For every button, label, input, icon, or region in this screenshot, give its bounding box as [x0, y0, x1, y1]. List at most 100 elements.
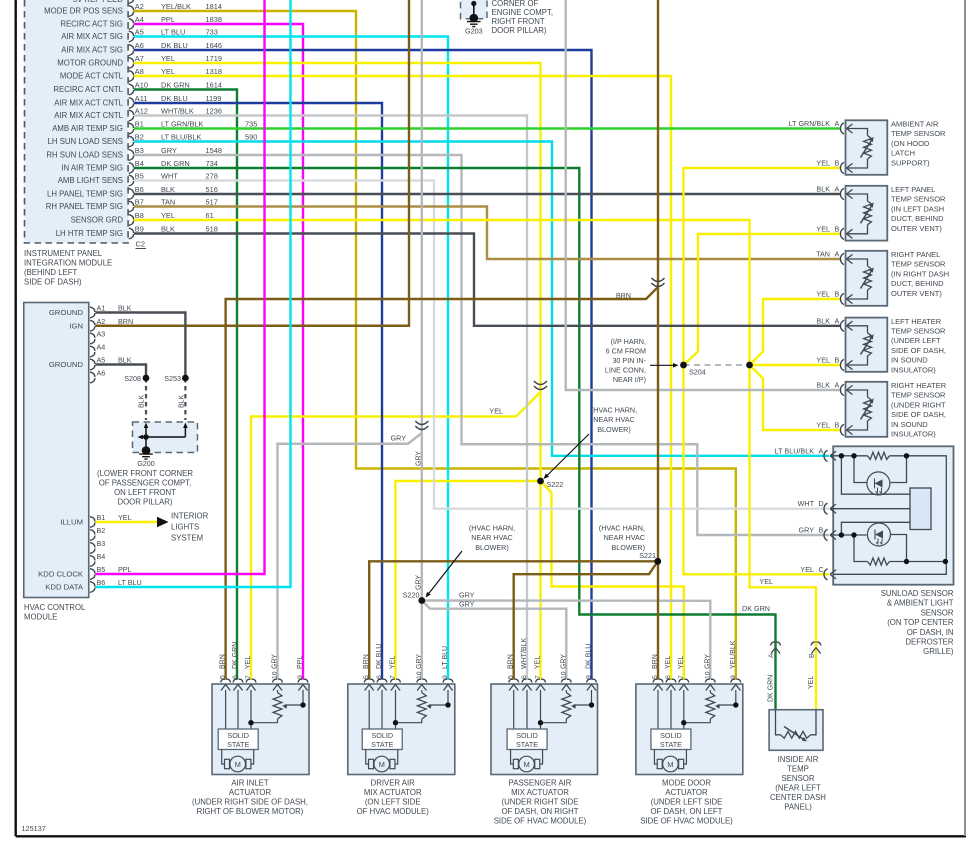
svg-text:M: M — [523, 760, 529, 769]
svg-text:61: 61 — [206, 211, 214, 220]
svg-text:A: A — [835, 119, 840, 128]
svg-text:S208: S208 — [124, 374, 141, 383]
svg-text:& AMBIENT LIGHT: & AMBIENT LIGHT — [887, 599, 954, 608]
svg-text:A10: A10 — [135, 81, 148, 90]
svg-text:C2: C2 — [136, 240, 146, 249]
svg-text:(UNDER RIGHT SIDE OF DASH,: (UNDER RIGHT SIDE OF DASH, — [192, 798, 308, 807]
svg-text:RIGHT HEATER: RIGHT HEATER — [891, 381, 947, 390]
svg-text:LT BLU: LT BLU — [161, 28, 185, 37]
svg-text:STATE: STATE — [516, 740, 538, 749]
svg-text:6: 6 — [665, 675, 672, 679]
svg-text:(UNDER RIGHT: (UNDER RIGHT — [891, 400, 946, 409]
svg-text:YEL: YEL — [759, 577, 773, 586]
svg-text:(HVAC HARN,: (HVAC HARN, — [599, 524, 645, 533]
svg-text:S220: S220 — [403, 591, 420, 600]
svg-text:YEL: YEL — [390, 656, 397, 669]
svg-text:NEAR I/P): NEAR I/P) — [613, 375, 646, 384]
svg-text:6: 6 — [376, 675, 383, 679]
svg-text:LT BLU: LT BLU — [442, 646, 449, 669]
svg-text:IN SOUND: IN SOUND — [891, 420, 928, 429]
svg-text:NEAR HVAC: NEAR HVAC — [471, 533, 512, 542]
svg-text:G200: G200 — [137, 459, 155, 468]
svg-text:1838: 1838 — [206, 15, 222, 24]
svg-text:TEMP SENSOR: TEMP SENSOR — [891, 129, 946, 138]
svg-text:S222: S222 — [547, 480, 564, 489]
svg-text:RIGHT OF BLOWER MOTOR): RIGHT OF BLOWER MOTOR) — [197, 807, 304, 816]
svg-text:DK GRN: DK GRN — [768, 675, 775, 702]
svg-text:LT GRN/BLK: LT GRN/BLK — [161, 120, 204, 129]
svg-text:30 PIN IN-: 30 PIN IN- — [612, 356, 646, 365]
svg-text:A6: A6 — [97, 369, 106, 378]
svg-text:OF HVAC MODULE): OF HVAC MODULE) — [357, 807, 430, 816]
svg-text:RIGHT PANEL: RIGHT PANEL — [891, 250, 940, 259]
svg-text:BLK: BLK — [179, 394, 186, 408]
svg-text:B: B — [835, 159, 840, 168]
svg-text:TEMP SENSOR: TEMP SENSOR — [891, 327, 946, 336]
svg-text:(ON TOP CENTER: (ON TOP CENTER — [887, 618, 954, 627]
svg-text:590: 590 — [245, 133, 257, 142]
svg-text:B1: B1 — [97, 513, 106, 522]
svg-text:1236: 1236 — [206, 107, 222, 116]
svg-text:6: 6 — [521, 675, 528, 679]
svg-text:RECIRC ACT SIG: RECIRC ACT SIG — [60, 20, 123, 29]
svg-text:BRN: BRN — [652, 654, 659, 669]
svg-text:9: 9 — [730, 675, 737, 679]
svg-text:GRY: GRY — [459, 591, 475, 600]
svg-text:A12: A12 — [135, 107, 148, 116]
svg-text:B: B — [835, 224, 840, 233]
svg-text:DK BLU: DK BLU — [586, 644, 593, 669]
svg-text:DK GRN: DK GRN — [742, 604, 770, 613]
svg-text:YEL/BLK: YEL/BLK — [161, 2, 191, 11]
svg-text:BLOWER): BLOWER) — [475, 543, 509, 552]
svg-text:BLK: BLK — [816, 185, 830, 194]
svg-text:5V REF FEED: 5V REF FEED — [73, 0, 124, 4]
svg-text:9: 9 — [442, 675, 449, 679]
svg-text:TEMP SENSOR: TEMP SENSOR — [891, 195, 946, 204]
svg-text:AIR MIX ACT CNTL: AIR MIX ACT CNTL — [54, 99, 123, 108]
svg-text:SUPPORT): SUPPORT) — [891, 158, 930, 167]
svg-text:517: 517 — [206, 198, 218, 207]
svg-text:SUNLOAD SENSOR: SUNLOAD SENSOR — [881, 589, 954, 598]
svg-text:DOOR PILLAR): DOOR PILLAR) — [117, 498, 172, 507]
svg-text:AIR MIX ACT SIG: AIR MIX ACT SIG — [61, 32, 123, 41]
svg-text:B2: B2 — [135, 133, 144, 142]
svg-text:B4: B4 — [135, 159, 144, 168]
svg-text:B: B — [809, 653, 816, 658]
svg-text:CORNER OF: CORNER OF — [492, 0, 539, 8]
svg-text:734: 734 — [206, 159, 218, 168]
svg-text:B1: B1 — [135, 120, 144, 129]
svg-text:TAN: TAN — [816, 250, 830, 259]
svg-text:(HVAC HARN,: (HVAC HARN, — [591, 406, 637, 415]
svg-text:MOTOR GROUND: MOTOR GROUND — [57, 59, 123, 68]
svg-text:GRY: GRY — [799, 526, 815, 535]
svg-text:A5: A5 — [135, 28, 144, 37]
svg-text:DK GRN: DK GRN — [161, 159, 190, 168]
svg-text:B7: B7 — [135, 198, 144, 207]
svg-text:LH SUN LOAD SENS: LH SUN LOAD SENS — [48, 137, 123, 146]
svg-text:(HVAC HARN,: (HVAC HARN, — [469, 524, 515, 533]
svg-text:YEL: YEL — [535, 656, 542, 669]
svg-text:YEL: YEL — [161, 54, 175, 63]
svg-text:NEAR HVAC: NEAR HVAC — [593, 415, 634, 424]
svg-text:BLK: BLK — [161, 225, 175, 234]
svg-text:OF DASH, ON RIGHT: OF DASH, ON RIGHT — [501, 807, 578, 816]
svg-text:TEMP: TEMP — [787, 765, 809, 774]
svg-text:1646: 1646 — [206, 41, 222, 50]
svg-text:PPL: PPL — [118, 565, 132, 574]
svg-text:RIGHT FRONT: RIGHT FRONT — [492, 17, 545, 26]
svg-text:ILLUM: ILLUM — [60, 518, 83, 527]
svg-text:SYSTEM: SYSTEM — [171, 534, 203, 543]
svg-text:A2: A2 — [97, 317, 106, 326]
svg-text:516: 516 — [206, 185, 218, 194]
svg-text:YEL: YEL — [489, 407, 503, 416]
svg-text:A: A — [768, 653, 775, 658]
svg-text:LH PANEL TEMP SIG: LH PANEL TEMP SIG — [47, 190, 123, 199]
svg-text:S221: S221 — [639, 551, 656, 560]
svg-text:WHT: WHT — [161, 172, 178, 181]
svg-text:A11: A11 — [135, 94, 148, 103]
svg-text:KDD DATA: KDD DATA — [45, 583, 84, 592]
svg-text:A6: A6 — [135, 41, 144, 50]
svg-text:10: 10 — [560, 671, 567, 679]
svg-text:(ON LEFT SIDE: (ON LEFT SIDE — [365, 798, 421, 807]
svg-text:YEL: YEL — [118, 513, 132, 522]
